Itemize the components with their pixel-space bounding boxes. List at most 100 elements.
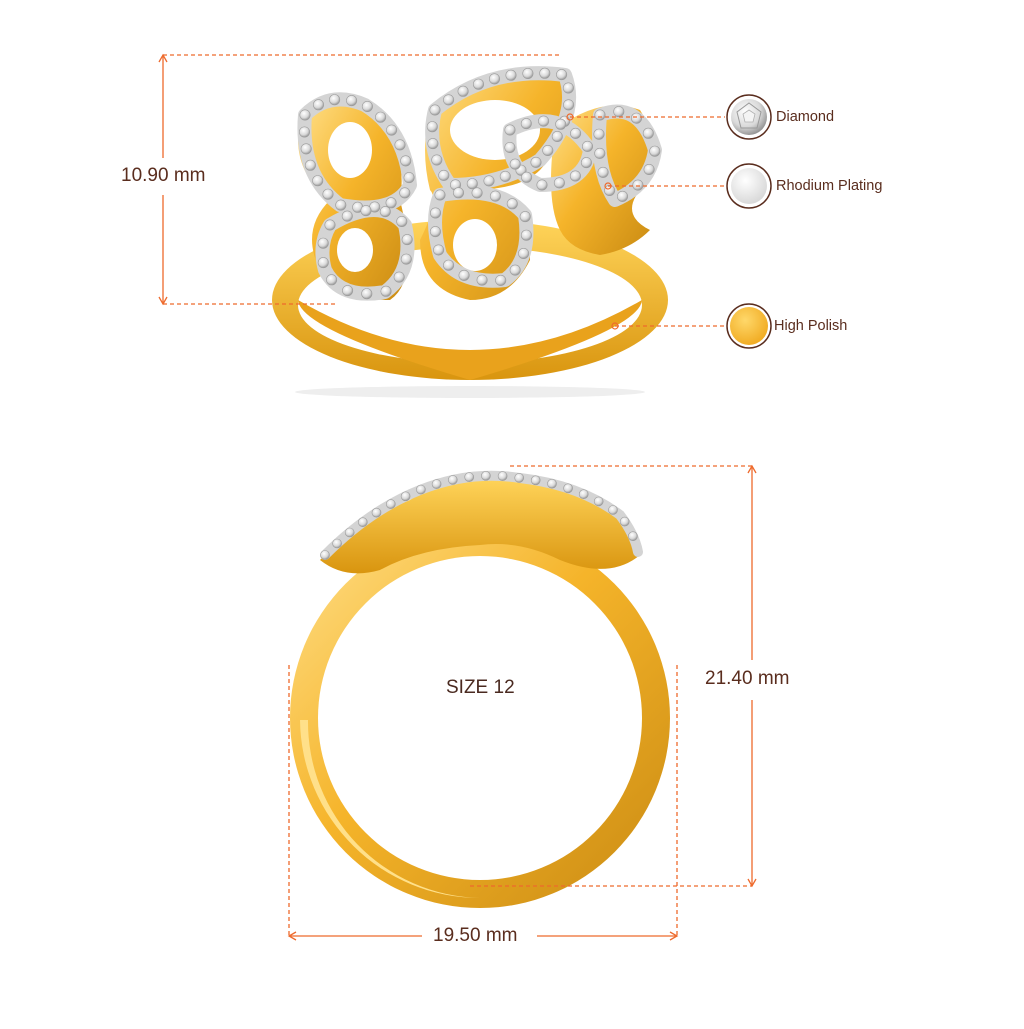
pave-diamond (434, 189, 446, 201)
diamond-leader-dot (566, 113, 574, 121)
pave-diamond (375, 111, 387, 123)
pave-diamonds (298, 67, 661, 300)
front-width-label: 19.50 mm (433, 925, 518, 946)
pave-diamond (504, 142, 516, 154)
pave-diamond (400, 155, 412, 167)
pave-diamond (530, 475, 541, 486)
top-height-arrow-up (158, 53, 168, 63)
front-height-label: 21.40 mm (705, 668, 790, 689)
ring-front-crown (320, 477, 640, 574)
pave-diamond (520, 118, 532, 130)
pave-diamond (394, 139, 406, 151)
pave-diamond (630, 112, 642, 124)
pave-diamond (371, 507, 382, 518)
pave-diamond (556, 69, 568, 81)
pave-diamond (400, 491, 411, 502)
pave-diamond (616, 190, 628, 202)
pave-diamond (649, 145, 661, 157)
pave-diamond (458, 269, 470, 281)
pave-diamond (344, 527, 355, 538)
pave-diamond (483, 175, 495, 187)
pave-diamond (578, 489, 589, 500)
leader-dots (566, 113, 619, 330)
pave-diamond (563, 483, 573, 494)
pave-diamond (429, 207, 441, 219)
pave-diamond (509, 158, 521, 170)
pave-diamond (608, 505, 618, 515)
pave-diamond (580, 157, 592, 169)
ring-front-view (290, 470, 670, 908)
pave-diamond (396, 216, 408, 228)
width-arrow-left (287, 931, 297, 941)
pave-diamond (403, 172, 415, 184)
pave-diamond (593, 496, 604, 507)
pave-diamond (464, 472, 475, 482)
pave-diamond (335, 199, 347, 211)
pave-diamond (489, 190, 501, 202)
material-label-rhodium: Rhodium Plating (776, 178, 883, 194)
front-pave-diamonds (320, 470, 638, 560)
pave-diamond (642, 127, 654, 139)
pave-diamond (379, 206, 391, 218)
pave-diamond (385, 499, 396, 509)
pave-diamond (538, 115, 550, 127)
pave-diamond (399, 187, 411, 199)
pave-diamond (443, 259, 455, 271)
pave-diamond (562, 82, 574, 94)
pave-diamond (427, 138, 439, 150)
pave-diamond (401, 234, 413, 246)
pave-diamond (317, 257, 329, 269)
pave-diamond (506, 198, 518, 210)
pave-diamond (416, 484, 426, 495)
pave-diamond (443, 94, 455, 106)
material-label-diamond: Diamond (776, 109, 835, 125)
pave-diamond (300, 143, 312, 155)
pave-diamond (400, 253, 412, 265)
pave-diamond (447, 475, 458, 485)
pave-diamond (522, 68, 534, 80)
pave-diamond (593, 128, 605, 140)
pave-diamond (555, 118, 567, 130)
pave-diamond (481, 470, 491, 481)
pave-diamond (431, 479, 442, 489)
pave-diamond (613, 106, 625, 118)
pave-diamond (332, 538, 342, 549)
pave-diamond (628, 531, 638, 542)
width-arrow-right (669, 931, 679, 941)
pave-diamond (329, 94, 341, 106)
pave-diamond (380, 285, 392, 297)
pave-diamond (553, 177, 565, 189)
pave-diamond (312, 99, 324, 111)
ring-shadow (295, 386, 645, 398)
pave-diamond (520, 229, 532, 241)
diamond-swatch-icon (726, 94, 772, 140)
pave-diamond (521, 171, 533, 183)
pave-diamond (431, 154, 443, 166)
pave-diamond (429, 104, 441, 116)
material-label-polish: High Polish (774, 318, 848, 334)
pave-diamond (604, 185, 616, 197)
pave-diamond (386, 124, 398, 136)
pave-diamond (472, 78, 484, 90)
pave-diamond (547, 478, 557, 489)
pave-diamond (519, 211, 531, 223)
pave-diamond (530, 156, 542, 168)
pave-diamond (619, 516, 630, 527)
front-height-arrow-down (747, 878, 757, 888)
pave-diamond (597, 166, 609, 178)
pave-diamond (452, 187, 464, 199)
dimension-lines (158, 53, 757, 941)
pave-diamond (471, 187, 483, 199)
rhodium-swatch-icon (726, 163, 772, 209)
pave-diamond (542, 145, 554, 157)
pave-diamond (488, 73, 500, 85)
pave-diamond (539, 67, 551, 79)
rhodium-leader-dot (604, 182, 612, 190)
pave-diamond (317, 237, 329, 249)
pave-diamond (438, 169, 450, 181)
pave-diamond (361, 288, 373, 300)
pave-diamond (326, 274, 338, 286)
pave-diamond (426, 121, 438, 133)
pave-diamond (569, 170, 581, 182)
pave-diamond (304, 159, 316, 171)
